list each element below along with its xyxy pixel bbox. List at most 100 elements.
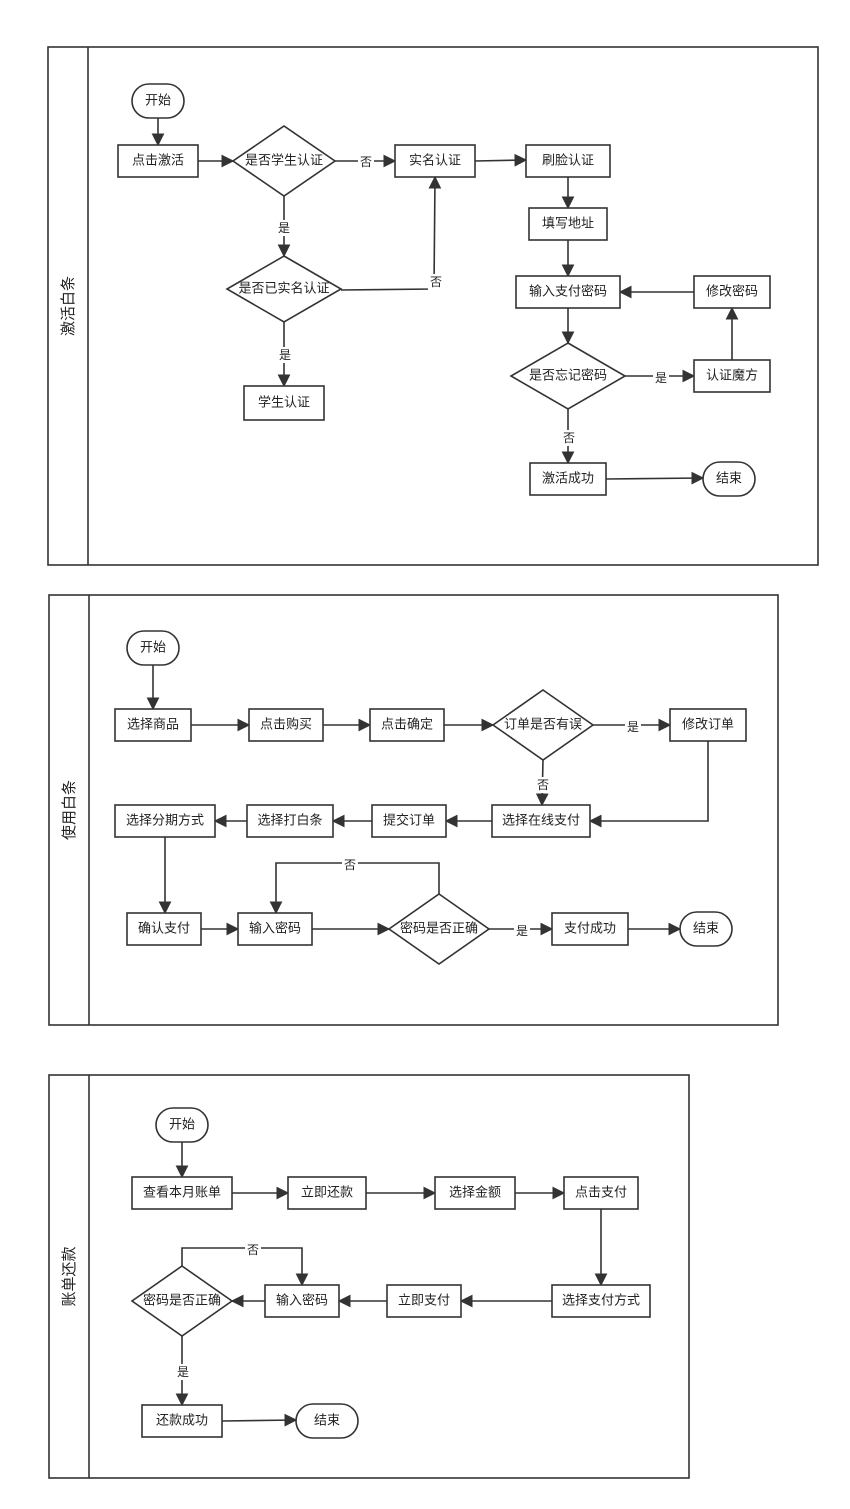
- node-a_face: 刷脸认证: [525, 144, 611, 178]
- edge-label-bg: [358, 154, 374, 170]
- node-label: 密码是否正确: [143, 1293, 221, 1309]
- edge-label: 是: [625, 719, 641, 735]
- node-label: 选择支付方式: [562, 1293, 640, 1309]
- node-c_end: 结束: [295, 1403, 359, 1439]
- node-a_address: 填写地址: [528, 207, 608, 241]
- decision-diamond: [130, 1265, 234, 1337]
- swimlane-lane3: 账单还款: [48, 1074, 690, 1479]
- edge-c_pwd_q-to-c_pwd: [181, 1247, 309, 1287]
- process-box: [529, 462, 607, 496]
- node-b_submit: 提交订单: [371, 804, 447, 838]
- process-box: [287, 1176, 367, 1210]
- decision-diamond: [231, 125, 337, 197]
- edge-label-bg: [514, 923, 530, 939]
- node-b_baitiao: 选择打白条: [246, 804, 334, 838]
- edge-label-bg: [276, 220, 292, 236]
- terminal-shape: [702, 461, 756, 497]
- process-box: [693, 359, 771, 393]
- edge-label-bg: [428, 274, 444, 290]
- edge-a_success-to-a_end: [605, 471, 705, 485]
- node-b_select: 选择商品: [114, 708, 192, 742]
- node-a_cube: 认证魔方: [693, 359, 771, 393]
- edge-label-bg: [625, 719, 641, 735]
- node-c_bill: 查看本月账单: [131, 1176, 233, 1210]
- process-box: [669, 708, 747, 742]
- process-box: [491, 804, 591, 838]
- node-label: 选择在线支付: [502, 814, 580, 829]
- process-box: [264, 1284, 340, 1318]
- swimlane-border: [47, 46, 819, 566]
- process-box: [114, 708, 192, 742]
- node-label: 输入密码: [249, 921, 301, 937]
- process-box: [369, 708, 445, 742]
- node-label: 开始: [145, 94, 171, 109]
- edge-label-text: 是: [278, 221, 290, 235]
- edge-label-text: 是: [177, 1365, 189, 1379]
- node-a_forgot_q: 是否忘记密码: [509, 342, 627, 410]
- node-label: 开始: [140, 641, 166, 656]
- node-label: 是否学生认证: [245, 153, 323, 169]
- node-label: 选择商品: [127, 718, 179, 733]
- edge-label: 是: [175, 1364, 191, 1380]
- process-box: [528, 207, 608, 241]
- terminal-shape: [131, 83, 185, 119]
- node-label: 点击确定: [381, 718, 433, 733]
- process-box: [248, 708, 324, 742]
- node-c_method: 选择支付方式: [551, 1284, 651, 1318]
- edge-label: 否: [428, 274, 444, 290]
- decision-diamond: [509, 342, 627, 410]
- nodes: 开始点击激活是否学生认证实名认证刷脸认证填写地址是否已实名认证学生认证输入支付密…: [114, 83, 771, 1439]
- edge-label: 否: [535, 777, 551, 793]
- node-label: 输入密码: [276, 1293, 328, 1309]
- terminal-shape: [679, 911, 733, 947]
- edge-label-text: 否: [360, 155, 372, 169]
- swimlane-lane1: 激活白条: [47, 46, 819, 566]
- node-label: 认证魔方: [706, 368, 758, 384]
- node-c_start: 开始: [155, 1107, 209, 1143]
- node-a_success: 激活成功: [529, 462, 607, 496]
- edge-label: 否: [358, 154, 374, 170]
- edge-label-bg: [175, 1364, 191, 1380]
- process-box: [246, 804, 334, 838]
- edge-b_modify-to-b_online: [588, 741, 709, 828]
- node-a_click: 点击激活: [117, 144, 199, 178]
- edge-label-text: 否: [563, 431, 575, 445]
- node-label: 选择打白条: [257, 813, 322, 829]
- process-box: [693, 275, 771, 309]
- edge-a_realname_q-to-a_realname: [340, 175, 442, 291]
- swimlane-title: 使用白条: [60, 780, 78, 840]
- node-label: 支付成功: [564, 922, 616, 937]
- process-box: [117, 144, 199, 178]
- node-label: 结束: [693, 922, 719, 937]
- edge-label: 是: [276, 220, 292, 236]
- swimlane-border: [48, 594, 779, 1026]
- edge-label-text: 是: [279, 348, 291, 362]
- node-label: 选择分期方式: [126, 813, 204, 829]
- node-c_amount: 选择金额: [434, 1176, 516, 1210]
- process-box: [114, 804, 216, 838]
- node-label: 立即还款: [301, 1186, 353, 1201]
- node-label: 刷脸认证: [542, 154, 594, 169]
- swimlane-lane2: 使用白条: [48, 594, 779, 1026]
- terminal-shape: [295, 1403, 359, 1439]
- node-label: 激活成功: [542, 472, 594, 487]
- node-b_start: 开始: [126, 630, 180, 666]
- node-c_repay: 立即还款: [287, 1176, 367, 1210]
- edge-label: 是: [514, 923, 530, 939]
- edge-a_realname-to-a_face: [474, 153, 528, 167]
- edge-label-bg: [342, 857, 358, 873]
- node-label: 提交订单: [383, 813, 435, 829]
- process-box: [126, 912, 202, 946]
- process-box: [515, 275, 621, 309]
- process-box: [371, 804, 447, 838]
- node-c_pwd_q: 密码是否正确: [130, 1265, 234, 1337]
- node-b_install: 选择分期方式: [114, 804, 216, 838]
- edge-label-bg: [653, 370, 669, 386]
- swimlane-title: 账单还款: [60, 1246, 78, 1306]
- node-label: 是否忘记密码: [529, 368, 607, 384]
- node-b_success: 支付成功: [551, 912, 629, 946]
- node-b_online: 选择在线支付: [491, 804, 591, 838]
- node-label: 填写地址: [542, 217, 594, 232]
- process-box: [386, 1284, 462, 1318]
